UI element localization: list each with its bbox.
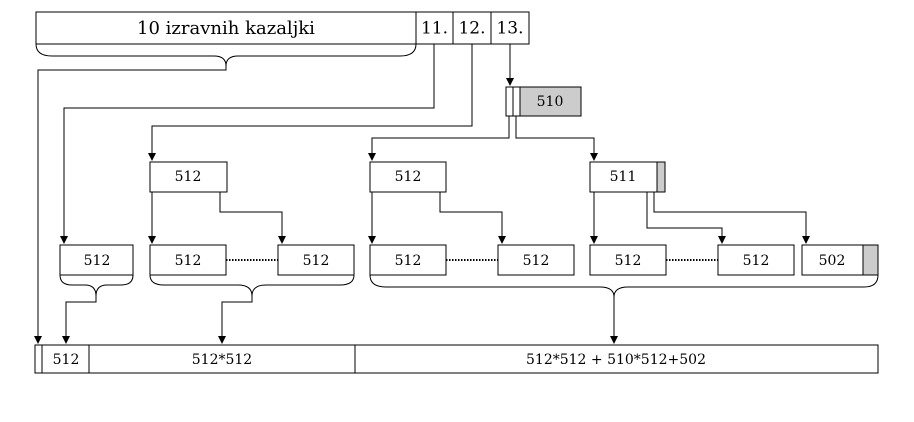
triple-top-unused <box>519 86 582 117</box>
double-l2-label: 512 <box>175 169 202 185</box>
single-leaf-arrow <box>62 296 97 344</box>
triple-top-slot-1 <box>505 86 514 117</box>
pointer-13-label: 13. <box>496 19 523 39</box>
file-bar <box>34 344 879 374</box>
triple-l2-right-arrow-last <box>653 192 810 244</box>
triple-l2-right-arrow-mid <box>646 192 726 244</box>
file-triple-segment-label: 512*512 + 510*512+502 <box>526 352 706 368</box>
triple-leaf-label-2: 512 <box>523 253 550 269</box>
direct-pointers-label: 10 izravnih kazaljki <box>137 18 315 39</box>
pointer-11-cell <box>415 11 454 45</box>
double-leaf-arrow <box>218 296 253 344</box>
triple-l2-right-block <box>589 161 658 193</box>
triple-l2-right-unused <box>656 161 666 193</box>
triple-leaf-block-2 <box>497 244 575 276</box>
double-l2-block <box>149 161 228 193</box>
file-single-segment-label: 512 <box>53 352 80 368</box>
triple-l2-right-label: 511 <box>610 169 637 185</box>
triple-l2-left-block <box>369 161 447 193</box>
pointer-12-label: 12. <box>458 19 485 39</box>
single-leaf-label: 512 <box>84 253 111 269</box>
triple-leaf-label-5: 502 <box>819 253 846 269</box>
triple-leaf-label-4: 512 <box>743 253 770 269</box>
triple-leaf-5-unused <box>862 244 879 276</box>
double-l2-arrow-last <box>219 192 286 244</box>
double-leaf-label-1: 512 <box>175 253 202 269</box>
single-leaf-brace <box>59 274 134 297</box>
direct-pointers-box <box>35 11 417 45</box>
triple-l2-left-label: 512 <box>395 169 422 185</box>
double-leaf-block-2 <box>277 244 355 276</box>
triple-leaf-block-4 <box>717 244 795 276</box>
double-leaf-label-2: 512 <box>303 253 330 269</box>
pointer-13-cell <box>490 11 530 45</box>
triple-leaf-label-3: 512 <box>615 253 642 269</box>
file-double-segment-label: 512*512 <box>192 352 252 368</box>
triple-l2-left-arrow-last <box>439 192 506 244</box>
triple-leaf-block-3 <box>589 244 667 276</box>
triple-leaf-block-1 <box>369 244 447 276</box>
pointer-11-label: 11. <box>421 19 448 39</box>
direct-pointers-arrow <box>34 66 227 344</box>
double-leaf-brace <box>149 274 355 297</box>
triple-top-count: 510 <box>537 94 564 110</box>
triple-top-arrow-right <box>515 116 598 161</box>
triple-leaf-label-1: 512 <box>395 253 422 269</box>
pointer-11-arrow <box>60 44 435 244</box>
triple-top-slot-2 <box>512 86 521 117</box>
triple-leaf-brace <box>369 274 879 298</box>
single-leaf-block <box>59 244 134 276</box>
triple-top-arrow-left <box>368 116 510 161</box>
pointer-12-arrow <box>148 44 473 161</box>
direct-pointers-brace <box>35 43 417 67</box>
